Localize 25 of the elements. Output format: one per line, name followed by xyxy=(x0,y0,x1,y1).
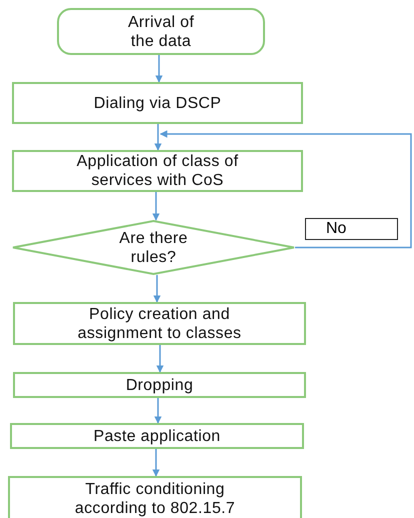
node-text: Policy creation and assignment to classes xyxy=(76,304,242,342)
arrow xyxy=(154,124,162,151)
node-text: Paste application xyxy=(94,426,220,446)
process-box xyxy=(12,150,303,192)
arrow xyxy=(152,449,160,477)
node-text: Arrival of the data xyxy=(126,12,196,50)
node-text: Are there rules? xyxy=(118,228,189,266)
decision-diamond xyxy=(12,220,295,275)
arrow xyxy=(152,192,160,221)
arrow xyxy=(160,130,412,248)
node-text: Application of class of services with CoS xyxy=(76,152,238,190)
arrow xyxy=(154,398,162,424)
node-text: Dropping xyxy=(126,376,194,394)
start-box xyxy=(57,8,265,55)
arrow xyxy=(156,345,164,373)
process-box xyxy=(13,372,306,398)
process-box xyxy=(10,423,304,449)
process-box xyxy=(8,476,302,518)
arrow xyxy=(153,275,161,303)
process-box xyxy=(12,82,303,124)
edge-label: No xyxy=(305,218,398,240)
node-text: Traffic conditioning according to 802.15.7 xyxy=(74,480,236,518)
process-box xyxy=(13,302,306,345)
node-text: Dialing via DSCP xyxy=(94,94,222,112)
arrow xyxy=(155,55,163,83)
